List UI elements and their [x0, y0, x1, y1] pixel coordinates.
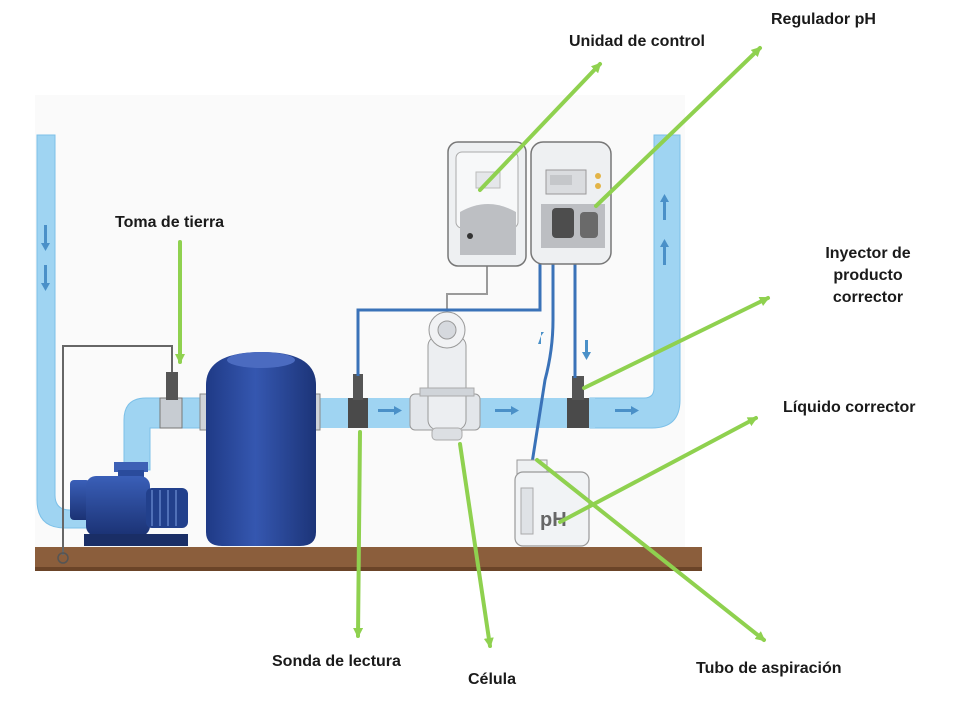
ground-connector — [159, 397, 183, 429]
label-inyector-line1: Inyector de — [825, 245, 911, 262]
cell-icon — [409, 311, 481, 441]
probe-stem — [353, 374, 363, 400]
probe-connector — [348, 398, 368, 428]
flow-arrows — [41, 194, 669, 415]
label-inyector-line2: producto — [833, 267, 903, 284]
injector-connector — [567, 398, 589, 428]
pointer-arrows — [175, 46, 770, 648]
label-unidad-control: Unidad de control — [569, 33, 705, 50]
label-inyector-line3: corrector — [832, 289, 904, 306]
ground-wire — [62, 345, 173, 555]
injector-stem — [572, 376, 584, 400]
ph-regulator-icon — [530, 141, 612, 265]
pump-icon — [70, 462, 188, 546]
floor-shadow — [35, 567, 702, 571]
controller-icon — [447, 141, 527, 267]
label-liquido-corrector: Líquido corrector — [783, 399, 916, 416]
label-inyector: Inyector de producto corrector — [808, 243, 928, 309]
label-sonda-lectura: Sonda de lectura — [272, 653, 401, 670]
filter-icon — [199, 352, 321, 546]
label-celula: Célula — [468, 671, 517, 688]
ground-connector-top — [166, 372, 178, 400]
ground-terminal — [57, 552, 69, 564]
label-tubo-aspiracion: Tubo de aspiración — [696, 660, 842, 677]
tank-label: pH — [540, 509, 567, 531]
controller-wires — [356, 262, 591, 541]
label-regulador-ph: Regulador pH — [771, 11, 876, 28]
label-toma-tierra: Toma de tierra — [115, 214, 225, 231]
